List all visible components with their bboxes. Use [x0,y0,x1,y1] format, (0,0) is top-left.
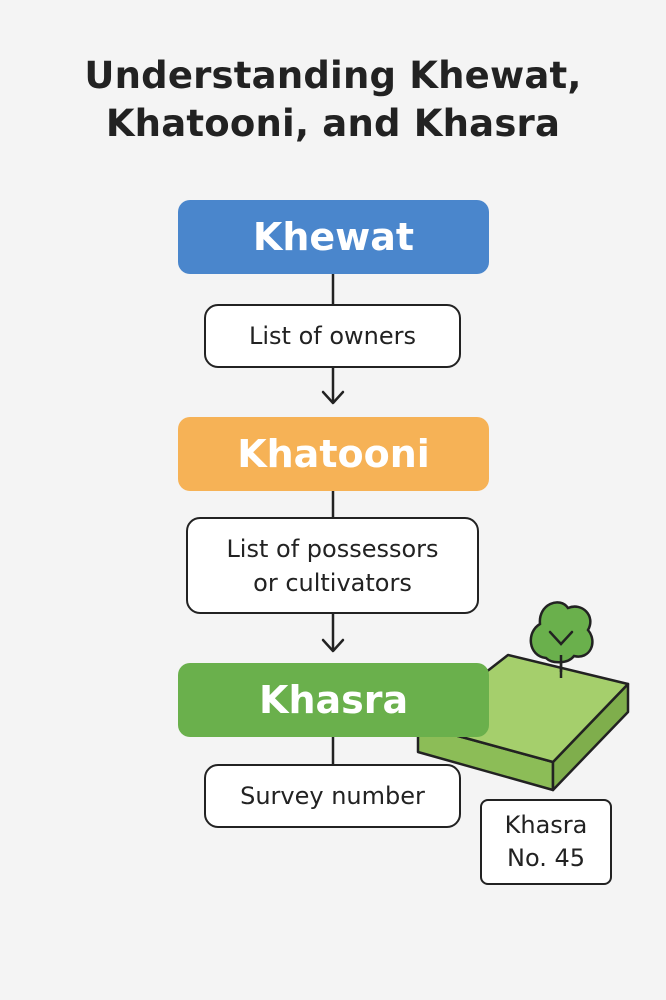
khewat-description: List of owners [248,322,416,350]
arrow-head-1 [321,390,345,405]
khewat-description-box: List of owners [204,304,461,368]
tree-icon [529,601,594,678]
page-title: Understanding Khewat, Khatooni, and Khas… [0,52,666,148]
khatooni-description-box: List of possessors or cultivators [186,517,479,614]
khatooni-header: Khatooni [178,417,489,491]
khatooni-description-line-1: List of possessors [226,534,439,563]
khewat-heading-text: Khewat [252,215,415,259]
khatooni-description-line-2: or cultivators [253,568,412,597]
khasra-label-line-1: Khasra [504,811,588,839]
khasra-header: Khasra [178,663,489,737]
khewat-header: Khewat [178,200,489,274]
title-line-1: Understanding Khewat, [84,54,582,97]
title-line-2: Khatooni, and Khasra [105,102,561,145]
khasra-number-label: Khasra No. 45 [480,799,612,885]
khasra-label-line-2: No. 45 [506,844,585,872]
khatooni-heading-text: Khatooni [237,432,430,476]
khasra-heading-text: Khasra [259,678,409,722]
khasra-description-box: Survey number [204,764,461,828]
khasra-description: Survey number [240,782,425,810]
arrow-head-2 [321,638,345,653]
